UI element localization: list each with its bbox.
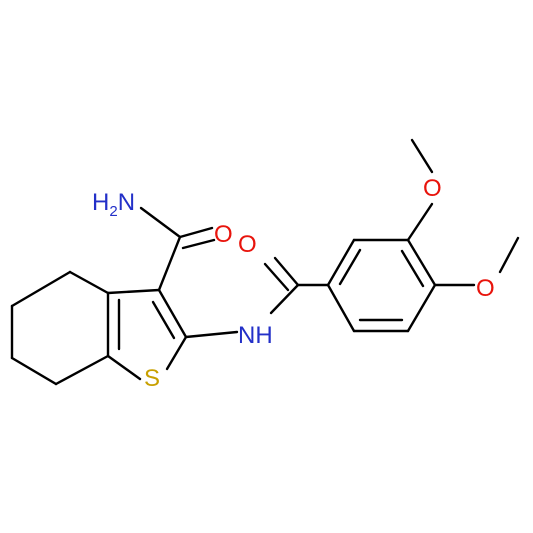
bond-camide-n [139,206,182,239]
bond-b4-b5 [406,283,437,333]
carbonyl-o-label: O [238,231,257,258]
amide-n-label: H2N [92,189,135,220]
bond-c3-c2-double [151,300,176,340]
bonds [10,138,520,386]
bond-b3-o1 [406,202,434,242]
bond-c2-s [165,335,188,371]
sulfur-label: S [144,365,160,392]
bond-c8-c7a [54,354,110,386]
bond-b3-b4-double [400,249,425,288]
bond-o1-ch3 [410,138,434,174]
nh-label: NH [238,322,273,349]
bond-c3-c2 [157,288,188,339]
bond-s-c7a [106,354,142,381]
bond-ccarbonyl-o [273,256,300,287]
bond-b3-b4 [406,238,437,287]
bond-camide-o-double [181,238,216,250]
bond-c3a-c3 [106,288,161,295]
bond-b1-b2 [326,238,356,287]
bond-c7-c8 [10,356,58,386]
bond-ccarbonyl-o-double [263,262,290,292]
bond-c3-camide [157,235,182,292]
bond-c5-c6 [10,270,72,308]
bond-o2-ch3 [498,236,520,274]
atom-labels: H2N O O NH S O O [92,175,495,392]
bond-b1-b2-double [338,248,362,286]
bond-camide-o [178,226,214,239]
methoxy-o1-label: O [423,175,442,202]
bond-c4-c5 [68,270,110,295]
bond-b6-b1 [326,283,356,333]
bond-c2-nh [184,330,239,339]
bond-nh-ccarbonyl [269,283,300,315]
amide-o-label: O [214,221,233,248]
methoxy-o2-label: O [476,275,495,302]
